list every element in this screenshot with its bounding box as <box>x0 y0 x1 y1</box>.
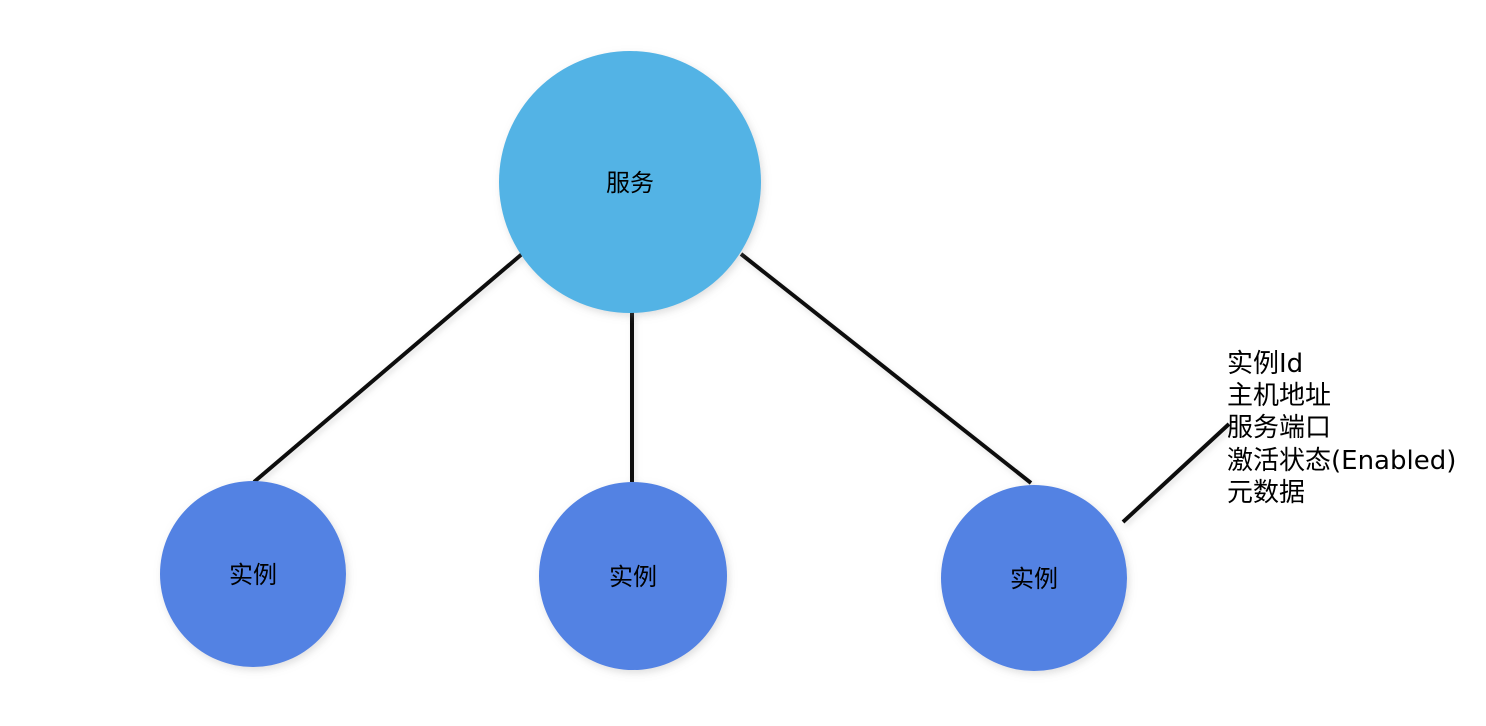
instance-3-node-label: 实例 <box>1010 565 1058 593</box>
annotation-line-metadata: 元数据 <box>1227 478 1305 508</box>
annotation-line-host-address: 主机地址 <box>1227 381 1331 411</box>
annotation-leader-group <box>1121 422 1231 524</box>
node-instance-3[interactable]: 实例 <box>941 485 1127 671</box>
instance-2-node-circle[interactable] <box>539 482 727 670</box>
edge-service-to-instance-3 <box>739 252 1033 485</box>
instance-1-node-circle[interactable] <box>160 481 346 667</box>
node-instance-2[interactable]: 实例 <box>539 482 727 670</box>
instance-attributes-annotation: 实例Id 主机地址 服务端口 激活状态(Enabled) 元数据 <box>1227 349 1456 508</box>
instance-2-node-label: 实例 <box>609 563 657 591</box>
service-node-label: 服务 <box>606 169 654 197</box>
annotation-line-enabled-status: 激活状态(Enabled) <box>1227 446 1456 476</box>
node-instance-1[interactable]: 实例 <box>160 481 346 667</box>
annotation-line-service-port: 服务端口 <box>1227 413 1331 443</box>
annotation-line-instance-id: 实例Id <box>1227 349 1303 379</box>
instance-1-node-label: 实例 <box>229 561 277 589</box>
edge-group <box>252 252 1033 485</box>
service-node-circle[interactable] <box>499 51 761 313</box>
edge-service-to-instance-1 <box>252 252 524 484</box>
annotation-leader-line <box>1121 422 1231 524</box>
instance-3-node-circle[interactable] <box>941 485 1127 671</box>
node-service[interactable]: 服务 <box>499 51 761 313</box>
